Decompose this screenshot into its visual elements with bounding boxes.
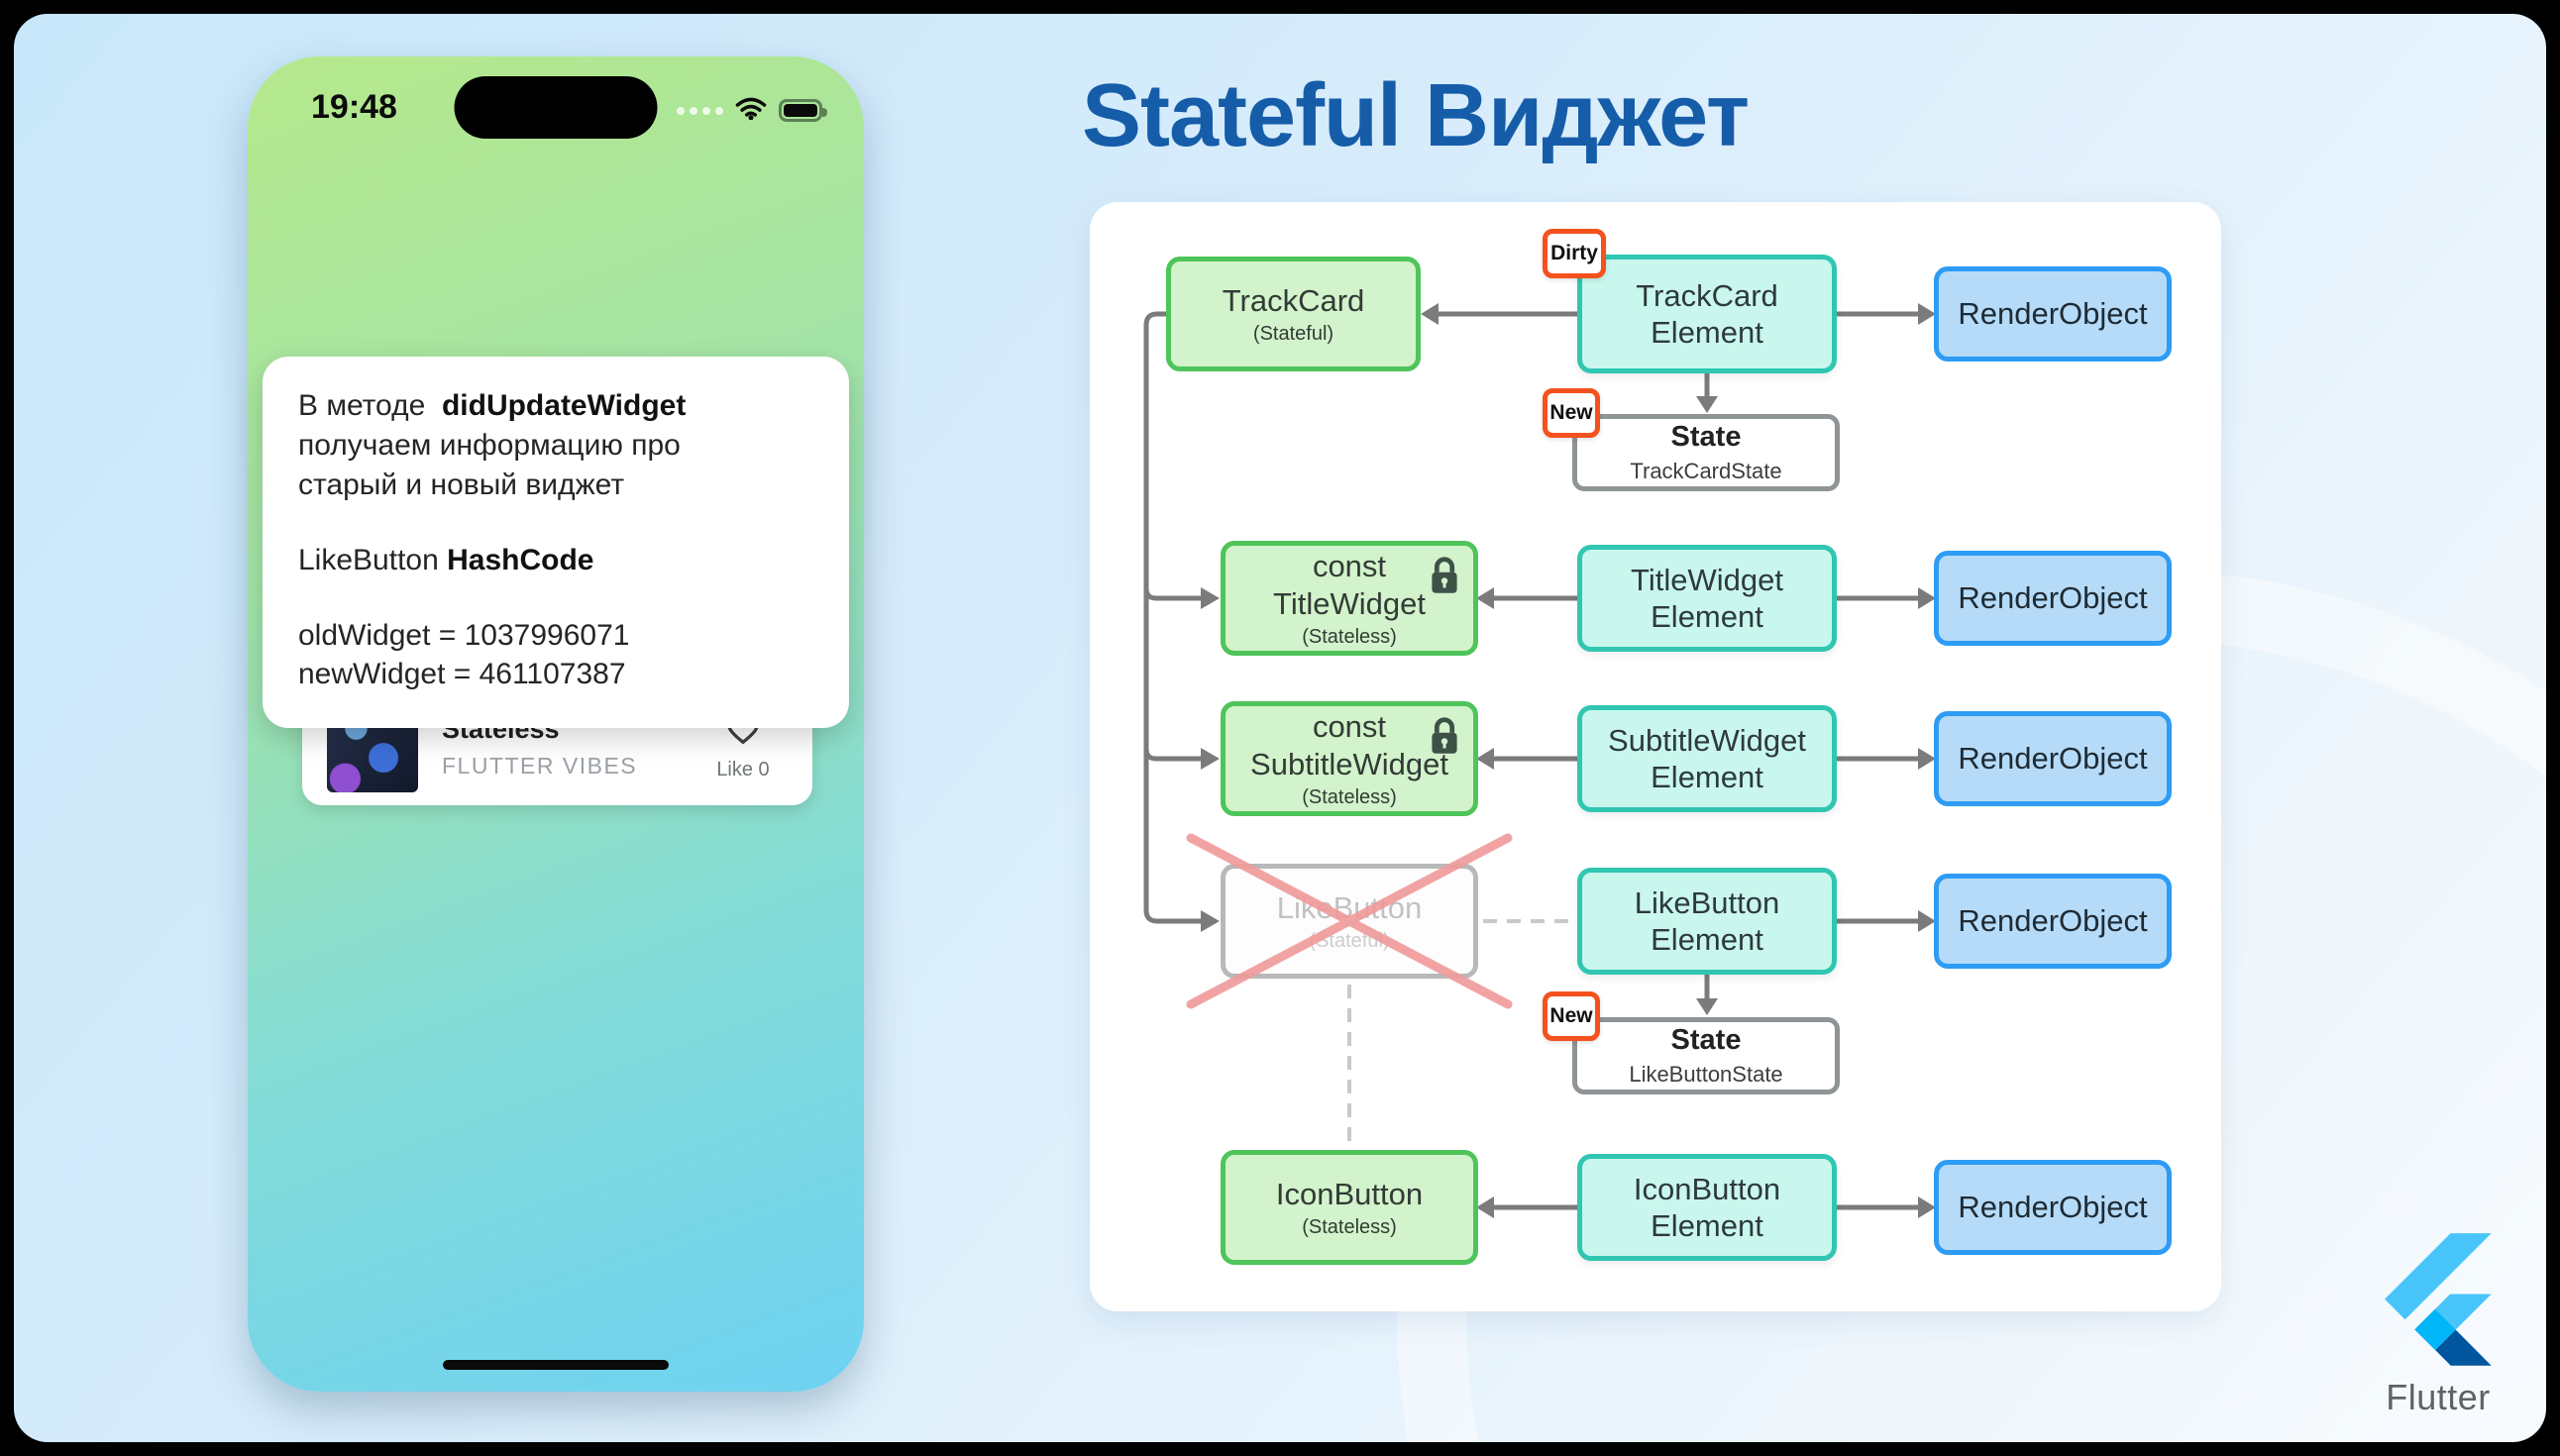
lock-icon bbox=[1428, 556, 1461, 602]
flutter-logo-icon bbox=[2385, 1233, 2492, 1371]
state-box-likebutton: State LikeButtonState bbox=[1572, 1017, 1840, 1094]
cellular-signal-icon bbox=[677, 106, 723, 115]
widget-box-titlewidget: const TitleWidget (Stateless) bbox=[1221, 541, 1478, 656]
tooltip-body-line2: старый и новый виджет bbox=[298, 468, 625, 501]
element-box-subtitlewidget: SubtitleWidget Element bbox=[1577, 705, 1837, 812]
render-box-likebutton: RenderObject bbox=[1934, 874, 2172, 969]
tooltip-line-intro: В методе didUpdateWidget bbox=[298, 389, 687, 422]
status-time: 19:48 bbox=[311, 88, 397, 126]
page-title: Stateful Виджет bbox=[1082, 66, 1750, 165]
status-icons bbox=[677, 96, 827, 125]
dynamic-island bbox=[454, 76, 658, 139]
render-box-trackcard: RenderObject bbox=[1934, 266, 2172, 362]
tooltip-body-line1: получаем информацию про bbox=[298, 428, 681, 462]
render-box-subtitlewidget: RenderObject bbox=[1934, 711, 2172, 806]
tooltip-hashcode-line: LikeButton HashCode bbox=[298, 543, 594, 576]
flutter-brand: Flutter bbox=[2364, 1233, 2512, 1418]
like-count: Like 0 bbox=[716, 759, 770, 780]
wifi-icon bbox=[735, 96, 767, 125]
widget-tree-diagram: TrackCard (Stateful) TrackCard Element R… bbox=[1090, 202, 2221, 1311]
tooltip-oldwidget-value: oldWidget = 1037996071 bbox=[298, 618, 630, 652]
element-box-iconbutton: IconButton Element bbox=[1577, 1154, 1837, 1261]
widget-box-likebutton-removed: LikeButton (Stateful) bbox=[1221, 864, 1478, 979]
flutter-wordmark: Flutter bbox=[2386, 1377, 2491, 1417]
track-subtitle: FLUTTER VIBES bbox=[442, 753, 638, 779]
widget-box-iconbutton: IconButton (Stateless) bbox=[1221, 1150, 1478, 1265]
tooltip-newwidget-value: newWidget = 461107387 bbox=[298, 658, 626, 691]
new-badge-likebuttonstate: New bbox=[1543, 991, 1600, 1041]
widget-box-subtitlewidget: const SubtitleWidget (Stateless) bbox=[1221, 701, 1478, 816]
element-box-titlewidget: TitleWidget Element bbox=[1577, 545, 1837, 652]
lock-icon bbox=[1428, 716, 1461, 763]
home-indicator bbox=[443, 1360, 669, 1370]
did-update-widget-tooltip: В методе didUpdateWidget получаем информ… bbox=[263, 357, 849, 729]
element-box-likebutton: LikeButton Element bbox=[1577, 868, 1837, 975]
new-badge-trackcardstate: New bbox=[1543, 388, 1600, 438]
render-box-iconbutton: RenderObject bbox=[1934, 1160, 2172, 1255]
battery-icon bbox=[779, 99, 827, 122]
widget-box-trackcard: TrackCard (Stateful) bbox=[1166, 257, 1421, 371]
element-box-trackcard: TrackCard Element bbox=[1577, 255, 1837, 373]
slide-canvas: 19:48 В методе bbox=[14, 14, 2546, 1442]
dirty-badge: Dirty bbox=[1543, 229, 1606, 278]
state-box-trackcard: State TrackCardState bbox=[1572, 414, 1840, 491]
phone-mockup: 19:48 В методе bbox=[248, 56, 864, 1392]
render-box-titlewidget: RenderObject bbox=[1934, 551, 2172, 646]
